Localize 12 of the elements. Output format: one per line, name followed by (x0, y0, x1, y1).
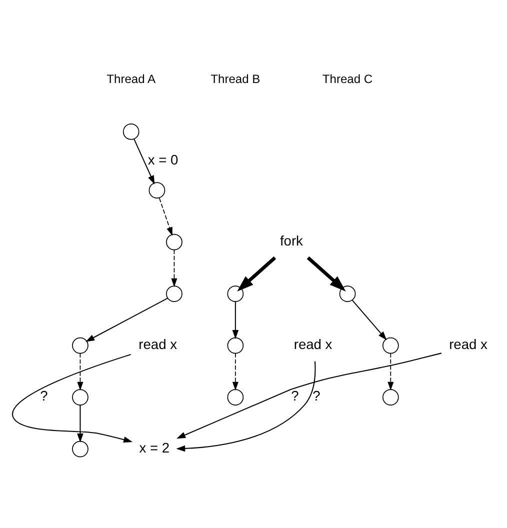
edge-label: ? (291, 388, 299, 404)
edge-label: ? (40, 388, 48, 404)
node-text: read x (138, 336, 177, 352)
edge-label: x = 0 (148, 152, 178, 167)
node-text: read x (294, 336, 332, 352)
label: Thread B (210, 72, 260, 86)
label: Thread A (106, 72, 156, 86)
node-text: fork (280, 232, 303, 248)
node-text: read x (449, 336, 488, 352)
node-text: x = 2 (139, 440, 170, 455)
label: Thread C (322, 72, 373, 86)
edge-label: ? (312, 388, 320, 404)
